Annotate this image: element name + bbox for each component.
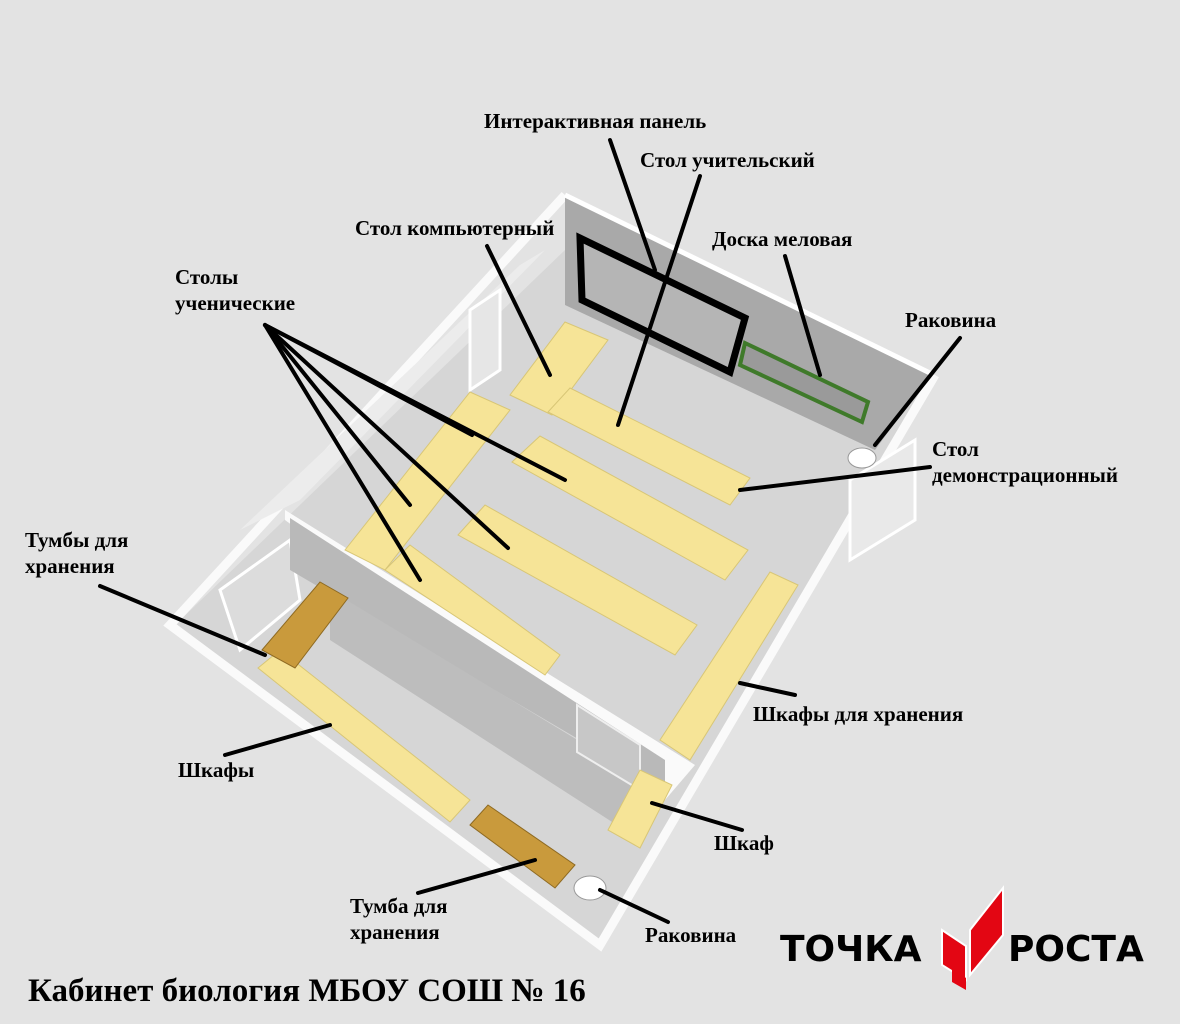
label-chalk-board: Доска меловая [712,227,852,251]
logo-text-right: РОСТА [1008,929,1144,970]
label-demo-desk-2: демонстрационный [932,463,1118,487]
logo-leaf-icon [969,885,1004,978]
label-sink-bottom: Раковина [645,923,737,947]
label-student-desks-2: ученические [175,291,295,315]
label-storage-unit: Тумба для [350,894,448,918]
partition-lower [330,590,660,840]
floor [172,250,930,945]
student-desk [457,504,698,656]
sink-bottom [573,875,607,901]
student-desk [511,435,749,581]
label-computer-desk: Стол компьютерный [355,216,554,240]
computer-desk [509,321,609,416]
cabinet [607,769,673,849]
label-cabinets: Шкафы [178,758,254,782]
label-interactive-panel: Интерактивная панель [484,109,706,133]
storage-unit [469,804,576,889]
tochka-rosta-logo: ТОЧКА РОСТА [780,885,1144,990]
label-cabinet: Шкаф [714,831,774,855]
chalk-board [737,340,871,425]
label-demo-desk: Стол [932,437,979,461]
page-title: Кабинет биология МБОУ СОШ № 16 [28,973,586,1009]
logo-text-left: ТОЧКА [780,929,922,970]
label-teacher-desk: Стол учительский [640,148,815,172]
label-sink-top: Раковина [905,308,997,332]
leader-lines [98,138,962,924]
logo-stem-icon [952,968,966,990]
partition-wall-face [290,518,665,790]
label-student-desks: Столы [175,265,238,289]
window [468,287,502,393]
label-storage-unit-2: хранения [350,920,440,944]
label-storage-units: Тумбы для [25,528,128,552]
interactive-panel [576,232,750,377]
label-storage-units-2: хранения [25,554,115,578]
storage-cabinets [659,571,799,761]
sink-top [847,447,877,469]
label-storage-cabinets: Шкафы для хранения [753,702,963,726]
storage-units [261,581,349,669]
window [218,537,302,653]
teacher-desk [547,387,751,506]
